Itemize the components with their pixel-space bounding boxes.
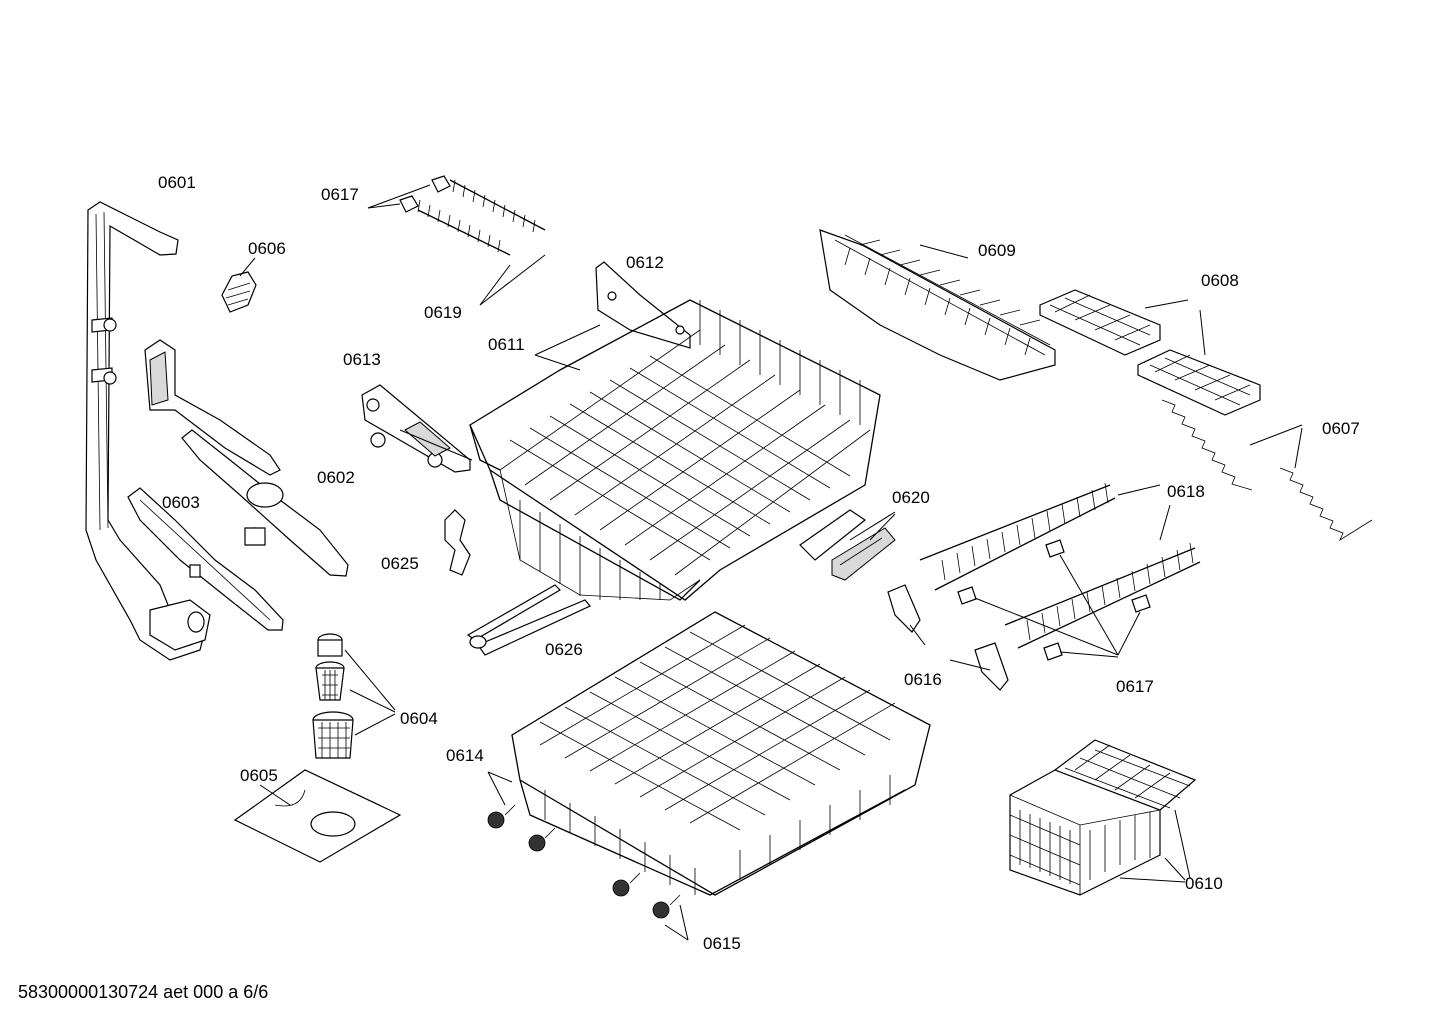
part-0601-spray-tube [85, 201, 211, 661]
label-0616: 0616 [904, 670, 942, 689]
label-0606: 0606 [248, 239, 286, 258]
label-0619: 0619 [424, 303, 462, 322]
part-0614-lower-basket [511, 611, 931, 896]
label-0620: 0620 [892, 488, 930, 507]
part-0615-wheels [487, 771, 689, 941]
part-0620-handle [799, 509, 896, 581]
label-0610: 0610 [1185, 874, 1223, 893]
label-0615: 0615 [703, 934, 741, 953]
label-0613: 0613 [343, 350, 381, 369]
part-0608-inserts [1039, 289, 1261, 416]
part-0616-latches [887, 584, 1009, 691]
label-0612: 0612 [626, 253, 664, 272]
label-0614: 0614 [446, 746, 484, 765]
part-0609-cutlery-tray [819, 229, 1056, 381]
part-0611-upper-basket [469, 299, 881, 601]
label-0626: 0626 [545, 640, 583, 659]
part-0610-cutlery-basket [1009, 739, 1197, 896]
part-0603-spray-arm [127, 487, 284, 631]
label-0603: 0603 [162, 493, 200, 512]
label-0607: 0607 [1322, 419, 1360, 438]
label-0611: 0611 [488, 335, 525, 354]
part-0607-clips [1161, 399, 1373, 542]
part-0618-tine-rows [919, 482, 1201, 649]
part-0625-clip [444, 509, 471, 576]
part-0612-bracket [595, 261, 691, 349]
label-0617-right: 0617 [1116, 677, 1154, 696]
label-0602: 0602 [317, 468, 355, 487]
label-0617-top: 0617 [321, 185, 359, 204]
label-0608: 0608 [1201, 271, 1239, 290]
label-0618: 0618 [1167, 482, 1205, 501]
label-0625: 0625 [381, 554, 419, 573]
label-0604: 0604 [400, 709, 438, 728]
part-0606-cap [221, 257, 257, 313]
part-0602-spray-arm [144, 339, 349, 577]
label-0609: 0609 [978, 241, 1016, 260]
part-0626-rod [466, 584, 591, 656]
label-0605: 0605 [240, 766, 278, 785]
drawing-id: 58300000130724 aet 000 a 6/6 [18, 982, 269, 1002]
part-0605-plate [233, 769, 402, 863]
part-0617-clips [957, 539, 1151, 661]
part-0613-rail [361, 384, 473, 473]
label-0601: 0601 [158, 173, 196, 192]
part-0604-filters [312, 633, 396, 759]
part-0619-tine-strip [367, 175, 546, 306]
